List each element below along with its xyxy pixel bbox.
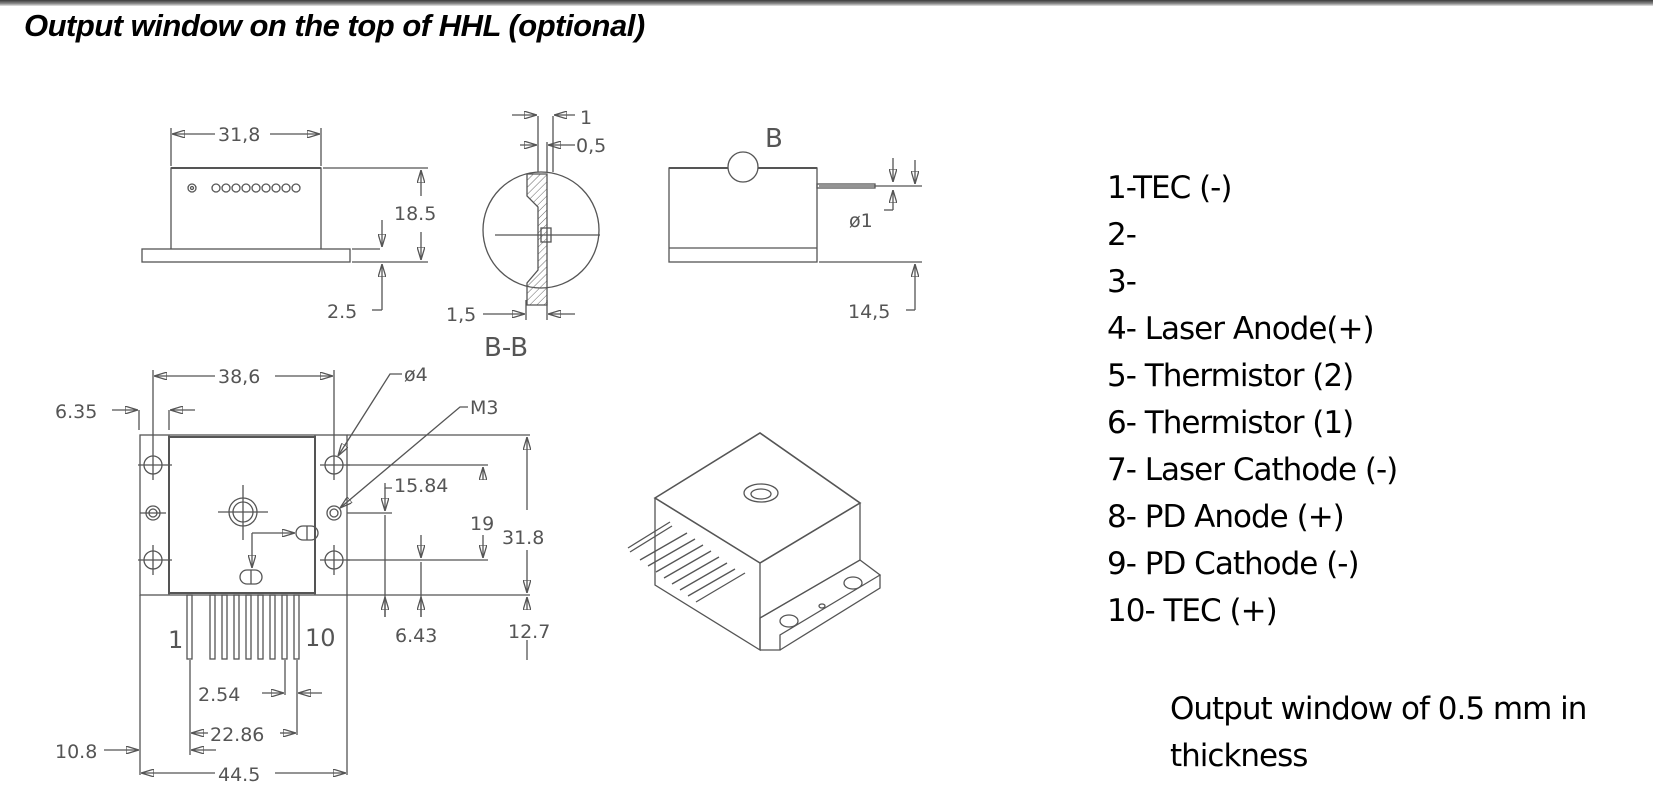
section-view-b-b (482, 115, 600, 320)
pin-label-last: 10 (305, 624, 336, 652)
detail-b-marker-icon (727, 151, 759, 183)
output-window-icon (218, 485, 268, 540)
pinout-item: 4- Laser Anode(+) (1107, 311, 1375, 347)
isometric-view (627, 432, 882, 652)
output-window-note: Output window of 0.5 mm in thickness (1170, 691, 1587, 774)
pinout-item: 8- PD Anode (+) (1107, 499, 1345, 535)
pinout-item: 1-TEC (-) (1107, 170, 1232, 206)
front-view (668, 151, 922, 311)
dim-1: 1 (580, 107, 592, 129)
technical-drawing: 31,8 18.5 2.5 1 0,5 1,5 B-B B ø1 14,5 38… (55, 107, 922, 786)
dim-6-43: 6.43 (395, 625, 437, 647)
pinout-item: 3- (1107, 264, 1137, 300)
dim-19: 19 (470, 513, 494, 535)
dim-2-54: 2.54 (198, 684, 240, 706)
dim-1-5: 1,5 (446, 304, 476, 326)
iso-pins-icon (627, 521, 746, 603)
dim-22-86: 22.86 (210, 724, 264, 746)
pinout-item: 9- PD Cathode (-) (1107, 546, 1360, 582)
pinout-item: 10- TEC (+) (1107, 593, 1278, 629)
dim-18-5: 18.5 (394, 203, 436, 225)
dim-31-8-vertical: 31.8 (502, 527, 544, 549)
pinout-item: 6- Thermistor (1) (1107, 405, 1354, 441)
pinout-item: 5- Thermistor (2) (1107, 358, 1354, 394)
dim-31-8: 31,8 (218, 124, 260, 146)
pin-row-icon (187, 183, 301, 193)
label-hole-diameter: ø4 (404, 364, 428, 386)
pinout-item: 7- Laser Cathode (-) (1107, 452, 1398, 488)
dim-14-5: 14,5 (848, 301, 890, 323)
detail-label-b: B (765, 124, 783, 154)
label-m3-thread: M3 (470, 397, 498, 419)
side-view (141, 128, 428, 311)
dim-12-7: 12.7 (508, 621, 550, 643)
dim-2-5: 2.5 (327, 301, 357, 323)
pinout-list: 1-TEC (-) 2- 3- 4- Laser Anode(+) 5- The… (1107, 168, 1398, 638)
dim-pin-diameter: ø1 (849, 210, 873, 232)
pin-label-first: 1 (168, 626, 183, 654)
page-title: Output window on the top of HHL (optiona… (24, 8, 645, 43)
top-view (104, 370, 530, 775)
pinout-item: 2- (1107, 217, 1137, 253)
dim-15-84: 15.84 (394, 475, 448, 497)
dim-6-35: 6.35 (55, 401, 97, 423)
dim-44-5: 44.5 (218, 764, 260, 786)
mounting-hole-icon (138, 450, 350, 575)
pins-icon (186, 594, 300, 660)
dim-10-8: 10.8 (55, 741, 97, 763)
section-label: B-B (484, 333, 528, 363)
window-top-edge (0, 0, 1653, 6)
dim-0-5: 0,5 (576, 135, 606, 157)
dim-38-6: 38,6 (218, 366, 260, 388)
